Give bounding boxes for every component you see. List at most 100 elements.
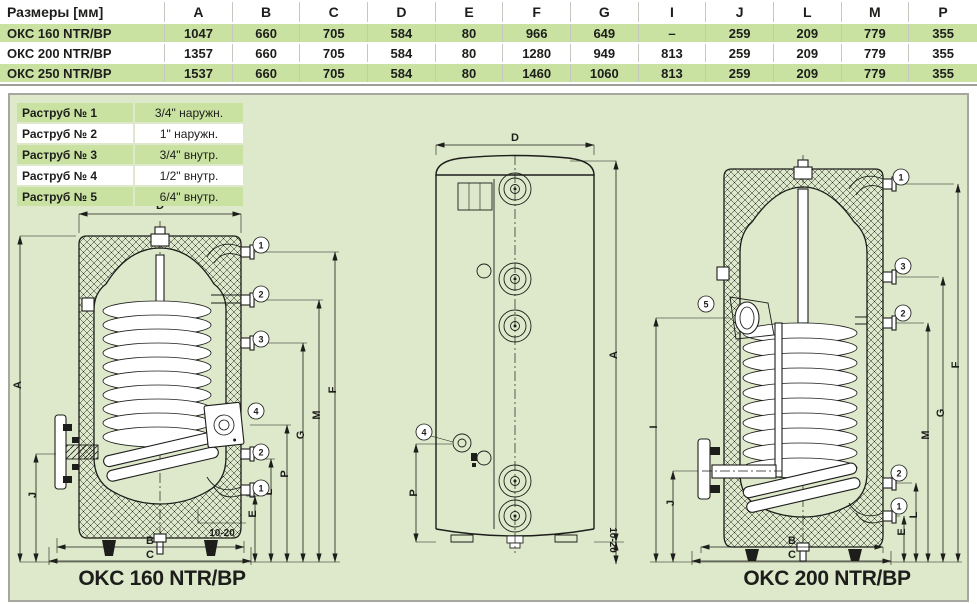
dim-value: 1280 xyxy=(503,44,571,62)
col-header: L xyxy=(773,2,842,22)
dim-value: 1537 xyxy=(165,64,233,82)
dimensions-table: Размеры [мм] A B C D E F G I J L M P ОКС… xyxy=(0,0,977,86)
model-name: ОКС 250 NTR/BP xyxy=(0,64,166,82)
dimension-lines-left-drawing: D A J B C xyxy=(12,200,340,565)
table-row: ОКС 200 NTR/BP 1357 660 705 584 80 1280 … xyxy=(0,44,977,62)
dim-value: 1460 xyxy=(503,64,571,82)
dim-label-c: C xyxy=(788,549,796,561)
callout-number: 2 xyxy=(900,309,905,319)
drawing-okc200-section: I J B C E L xyxy=(648,155,962,565)
callout-number: 1 xyxy=(258,241,263,251)
legend-row: Раструб № 1 3/4" наружн. xyxy=(17,103,243,122)
callout-number: 2 xyxy=(896,469,901,479)
dim-value: 660 xyxy=(232,44,301,62)
dim-label-c: C xyxy=(146,549,154,561)
callout-number: 4 xyxy=(253,407,258,417)
dim-label-a: A xyxy=(608,351,620,359)
front-ports xyxy=(452,172,532,533)
dim-label-p: P xyxy=(408,489,420,496)
callout-number: 1 xyxy=(896,502,901,512)
dim-label-a: A xyxy=(12,381,24,389)
dim-value: 705 xyxy=(300,44,369,62)
legend-label: Раструб № 3 xyxy=(17,145,133,164)
dim-label-j: J xyxy=(665,500,677,506)
dim-value: 259 xyxy=(706,44,774,62)
legend-label: Раструб № 1 xyxy=(17,103,133,122)
exchanger-tubes xyxy=(742,462,861,513)
dim-label-m: M xyxy=(920,430,932,439)
dim-value: 80 xyxy=(435,44,504,62)
col-header: F xyxy=(503,2,571,22)
dim-value: 660 xyxy=(232,24,301,42)
exchanger-tubes xyxy=(103,431,219,482)
ports xyxy=(206,243,255,498)
callouts-okc160: 1 2 3 4 2 1 xyxy=(247,236,270,497)
dim-label-m: M xyxy=(311,410,323,419)
model-name: ОКС 160 NTR/BP xyxy=(0,24,166,42)
dim-value: 584 xyxy=(368,24,436,42)
dim-value: 1060 xyxy=(570,64,639,82)
dim-value: 584 xyxy=(368,64,436,82)
heating-coil xyxy=(742,322,858,479)
drawings-panel: D A J B C xyxy=(8,93,969,602)
inspection-flange xyxy=(729,296,775,340)
table-row: ОКС 250 NTR/BP 1537 660 705 584 80 1460 … xyxy=(0,64,977,82)
dim-value: 660 xyxy=(232,64,301,82)
dim-value: 705 xyxy=(300,24,369,42)
dim-label-g: G xyxy=(295,431,307,440)
col-header: P xyxy=(909,2,977,22)
col-header: D xyxy=(368,2,436,22)
legend-value: 6/4" внутр. xyxy=(135,187,243,206)
dim-value: 779 xyxy=(841,24,910,42)
dim-value: 813 xyxy=(638,64,707,82)
dim-value: 584 xyxy=(368,44,436,62)
callout-number: 3 xyxy=(258,335,263,345)
callout-number: 2 xyxy=(258,290,263,300)
dim-value: 209 xyxy=(773,64,842,82)
dim-label-l: L xyxy=(263,488,275,495)
side-flange xyxy=(54,414,99,490)
dim-value: 813 xyxy=(638,44,707,62)
legend-row: Раструб № 4 1/2" внутр. xyxy=(17,166,243,185)
dim-label-d: D xyxy=(511,132,519,144)
callout-number: 4 xyxy=(421,428,426,438)
thermostat-well xyxy=(203,401,245,449)
callout-number: 1 xyxy=(898,173,903,183)
dim-label-b: B xyxy=(146,535,154,547)
dim-value: 705 xyxy=(300,64,369,82)
legend-row: Раструб № 2 1" наружн. xyxy=(17,124,243,143)
dim-label-e: E xyxy=(247,510,259,517)
dim-label-f: F xyxy=(327,386,339,393)
callout-number: 1 xyxy=(258,484,263,494)
dim-value: 355 xyxy=(909,44,977,62)
dim-value: 209 xyxy=(773,44,842,62)
dim-value: 1047 xyxy=(165,24,233,42)
dim-value: 1357 xyxy=(165,44,233,62)
dim-value: 355 xyxy=(909,64,977,82)
dimension-lines-okc200: I J B C E L xyxy=(648,183,962,565)
foot-adjust-note: 10-20 xyxy=(209,528,235,539)
col-header: B xyxy=(232,2,301,22)
technical-drawings: D A J B C xyxy=(12,132,962,565)
model-name: ОКС 200 NTR/BP xyxy=(0,44,166,62)
dim-value: 355 xyxy=(909,24,977,42)
callout-number: 2 xyxy=(258,448,263,458)
dim-value: 80 xyxy=(435,64,504,82)
dim-label-i: I xyxy=(648,425,660,428)
table-header-label: Размеры [мм] xyxy=(0,2,166,22)
dim-label-d: D xyxy=(156,200,164,212)
legend-label: Раструб № 5 xyxy=(17,187,133,206)
connections-legend: Раструб № 1 3/4" наружн. Раструб № 2 1" … xyxy=(15,101,245,208)
dim-value: 209 xyxy=(773,24,842,42)
dim-value: 259 xyxy=(706,24,774,42)
dim-label-p: P xyxy=(279,470,291,477)
col-header: E xyxy=(435,2,504,22)
callout-number: 3 xyxy=(900,262,905,272)
legend-row: Раструб № 3 3/4" внутр. xyxy=(17,145,243,164)
col-header: J xyxy=(706,2,774,22)
col-header: M xyxy=(841,2,910,22)
legend-value: 3/4" внутр. xyxy=(135,145,243,164)
dim-value: – xyxy=(638,24,707,42)
legend-label: Раструб № 2 xyxy=(17,124,133,143)
legend-row: Раструб № 5 6/4" внутр. xyxy=(17,187,243,206)
